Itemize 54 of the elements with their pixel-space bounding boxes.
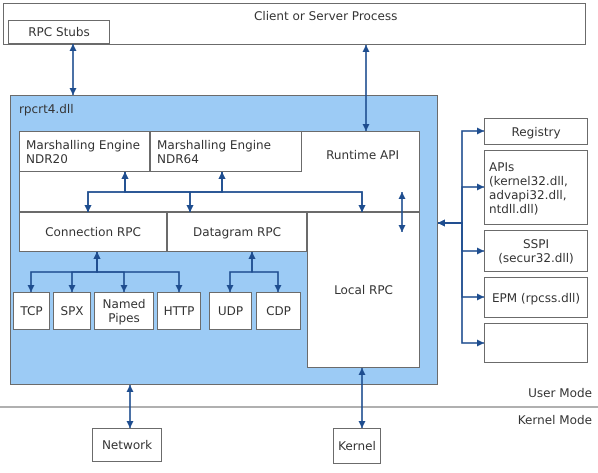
box-label: Marshalling Engine NDR64: [157, 138, 272, 166]
box-label: Runtime API: [326, 148, 399, 162]
process-box: [3, 3, 586, 45]
box-label: EPM (rpcss.dll): [492, 290, 580, 304]
connector-arrow: [438, 220, 484, 346]
process-box: [13, 292, 50, 330]
library-panel: [10, 95, 438, 385]
process-box: [94, 292, 154, 330]
process-box: [8, 20, 110, 44]
process-box: [19, 131, 420, 212]
connector-arrow: [126, 385, 134, 428]
process-box: [53, 292, 91, 330]
box-label: Network: [102, 438, 152, 452]
process-box: [209, 292, 252, 330]
box-label: APIs (kernel32.dll, advapi32.dll, ntdll.dll): [489, 160, 569, 216]
box-label: Client or Server Process: [254, 9, 398, 23]
process-box: [150, 131, 302, 172]
box-label: RPC Stubs: [28, 25, 90, 39]
process-box: [19, 212, 167, 252]
empty-box: [484, 323, 588, 363]
connector-arrow: [70, 44, 76, 95]
box-label: Connection RPC: [45, 225, 141, 239]
process-box: [484, 150, 588, 225]
process-box: [157, 292, 201, 330]
process-box: [167, 212, 307, 252]
connector-arrow: [218, 172, 366, 212]
process-box: [19, 131, 150, 172]
process-box: [484, 277, 588, 318]
box-label: Named Pipes: [101, 297, 147, 325]
box-label: Registry: [511, 124, 561, 138]
connector-arrow: [94, 252, 182, 292]
box-label: Marshalling Engine NDR20: [26, 138, 142, 166]
process-box: [307, 212, 420, 368]
box-label: Local RPC: [334, 283, 393, 297]
process-box: [92, 428, 162, 462]
box-label: TCP: [20, 304, 43, 318]
process-box: [484, 118, 588, 145]
box-label: Datagram RPC: [192, 225, 281, 239]
box-label: CDP: [266, 304, 291, 318]
box-label: HTTP: [164, 304, 194, 318]
process-box: [333, 428, 381, 464]
connector-arrow: [362, 45, 370, 131]
box-label: SPX: [60, 304, 84, 318]
mode-label: User Mode: [528, 386, 592, 400]
process-box: [256, 292, 301, 330]
box-label: Kernel: [338, 439, 376, 453]
connector-arrow: [248, 252, 282, 292]
mode-label: Kernel Mode: [518, 413, 592, 427]
connector-arrow: [398, 192, 406, 232]
box-label: SSPI (secur32.dll): [497, 237, 575, 265]
process-box: [484, 230, 588, 272]
box-label: UDP: [218, 304, 244, 318]
connector-arrow: [358, 368, 366, 428]
box-label: rpcrt4.dll: [19, 102, 74, 116]
